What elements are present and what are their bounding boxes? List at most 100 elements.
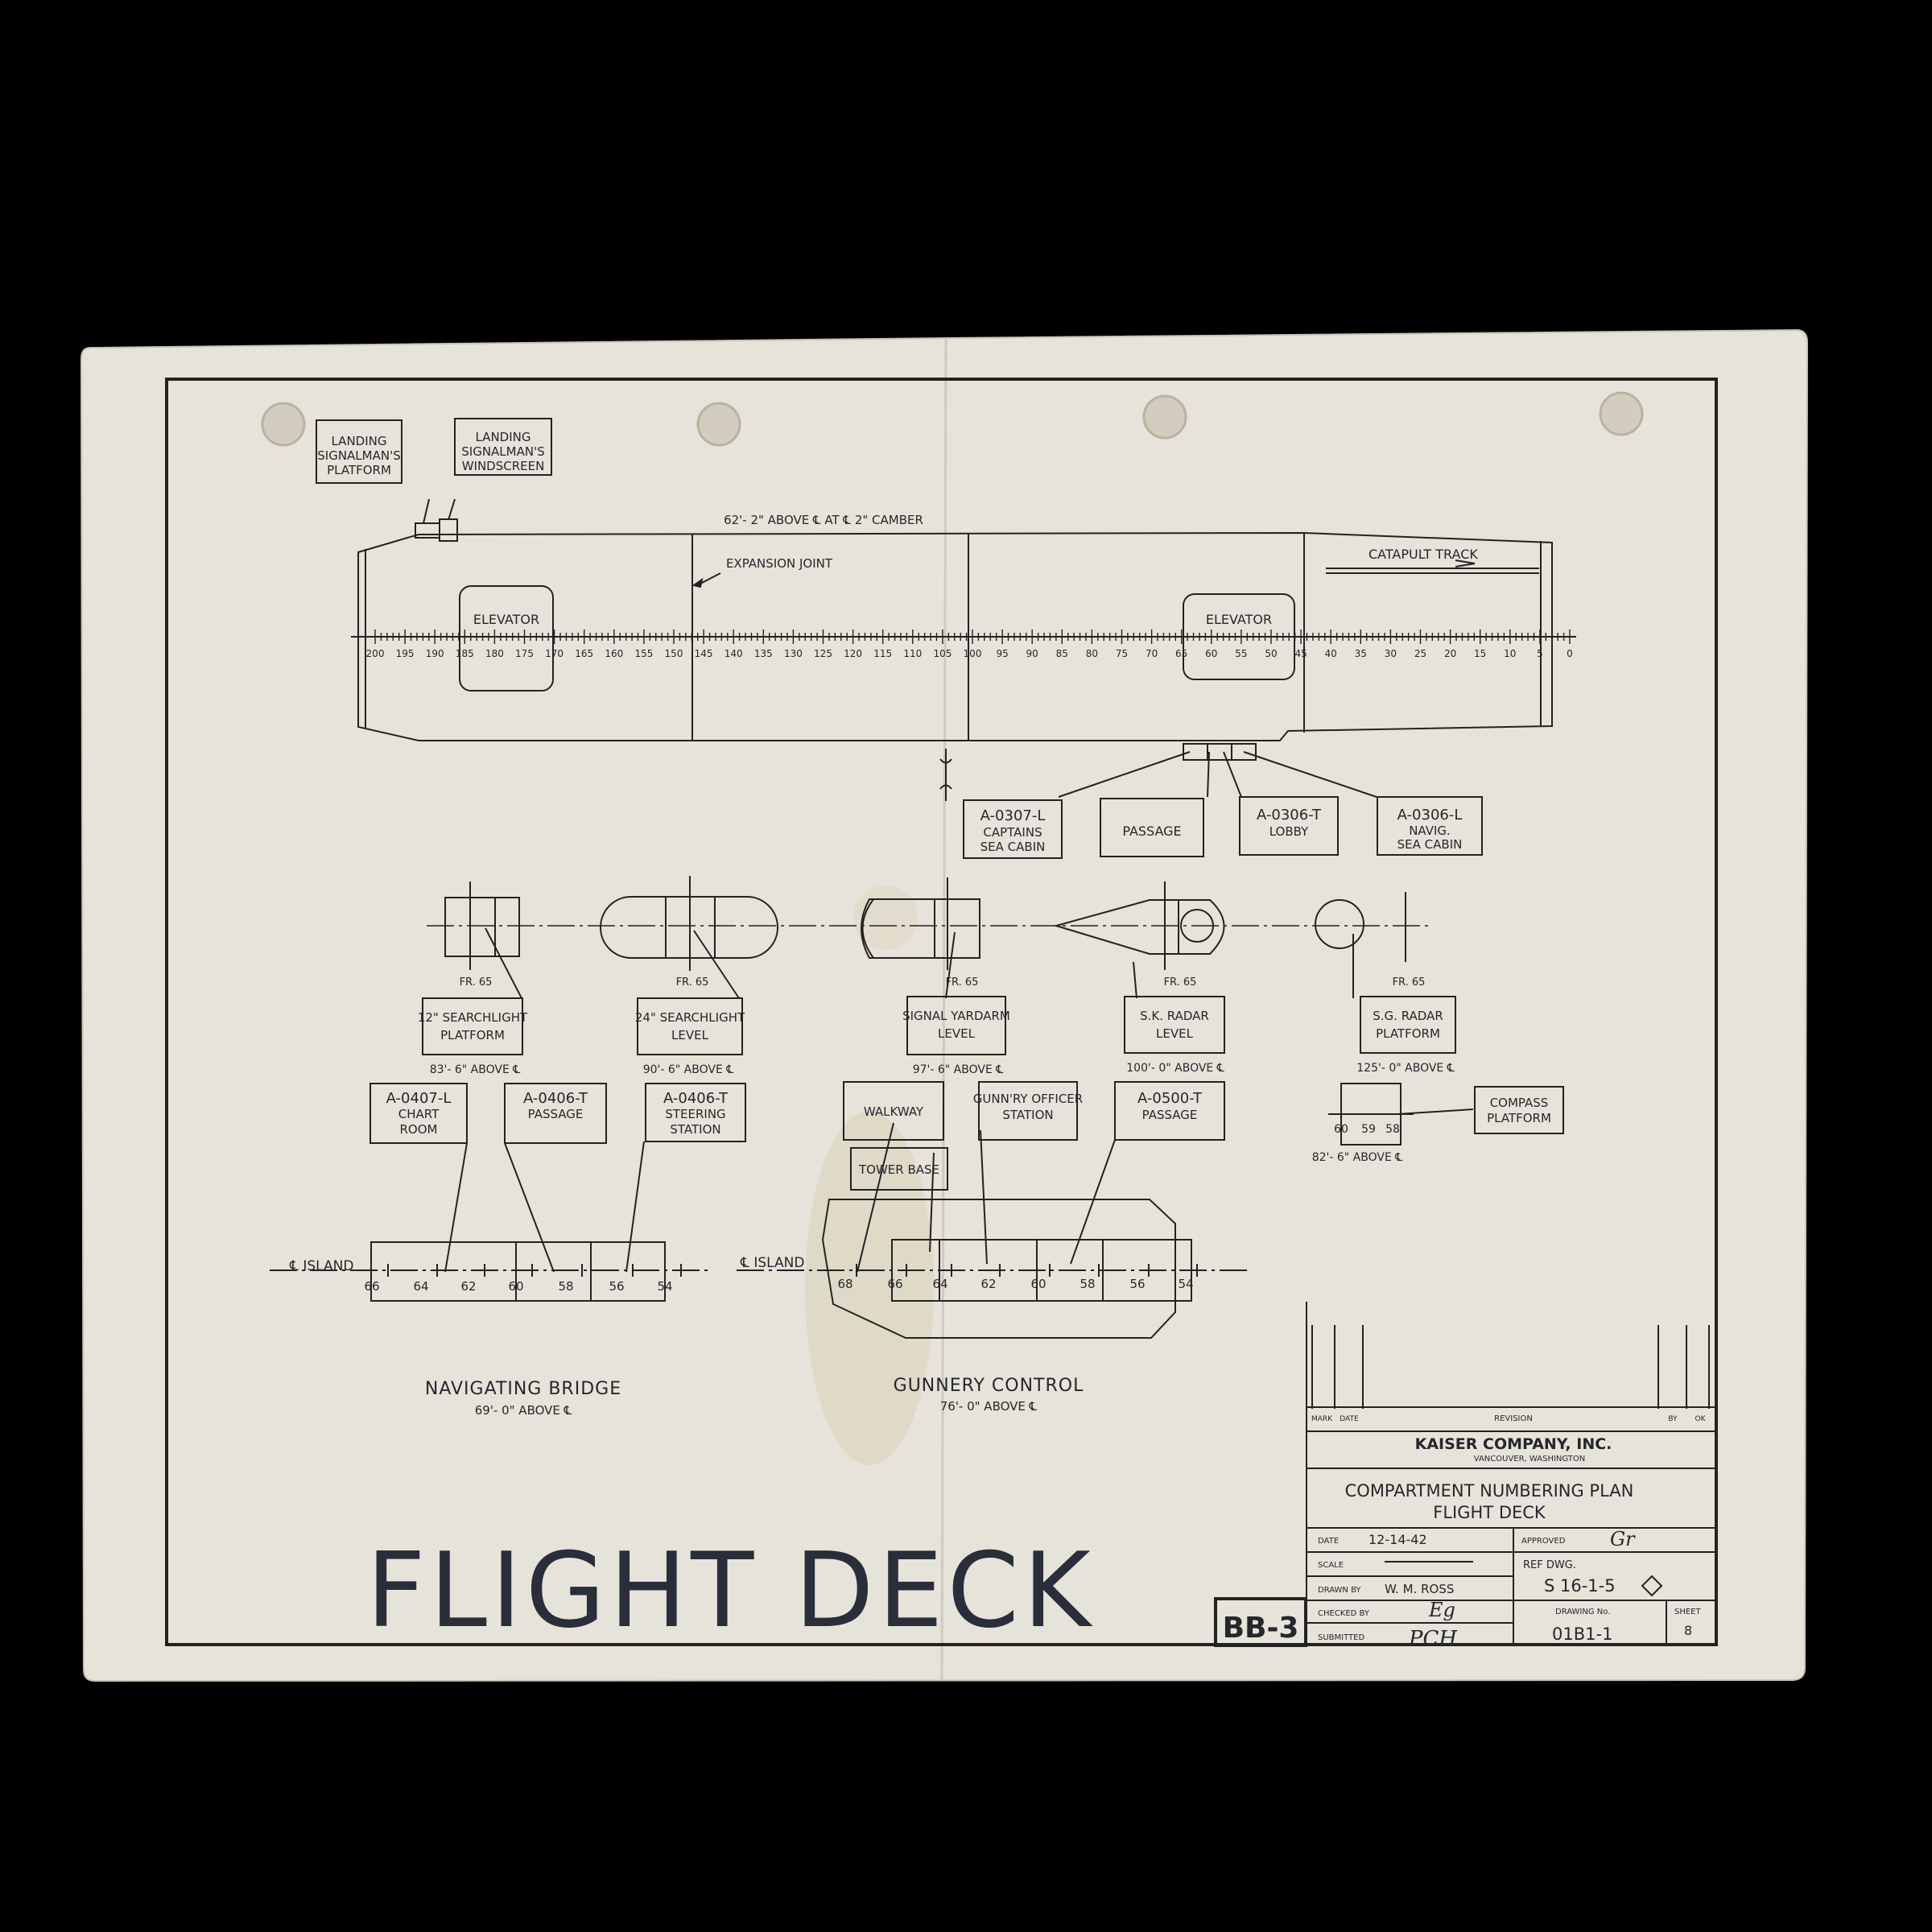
compass-frame-60: 60	[1334, 1123, 1348, 1136]
bridge-frame-label: 66	[364, 1279, 379, 1294]
frame-number-label: 20	[1444, 648, 1456, 659]
bridge-frame-label: 64	[413, 1279, 428, 1294]
sheet-value: 8	[1684, 1623, 1692, 1638]
submitted-label: SUBMITTED	[1318, 1633, 1364, 1642]
level-box-label: 12" SEARCHLIGHT	[418, 1010, 528, 1025]
signalman-windscreen-line-3: WINDSCREEN	[462, 459, 545, 473]
signalman-windscreen-box: LANDING SIGNALMAN'S WINDSCREEN	[454, 418, 552, 476]
title-block-lines	[1306, 1302, 1716, 1645]
date-value: 12-14-42	[1368, 1532, 1427, 1547]
level-box-label: S.G. RADAR	[1373, 1009, 1443, 1023]
compass-platform-box: COMPASS PLATFORM	[1474, 1086, 1564, 1134]
drawn-by-value: W. M. ROSS	[1385, 1582, 1454, 1596]
drawn-by-label: DRAWN BY	[1318, 1586, 1361, 1595]
frame-number-label: 50	[1265, 648, 1277, 659]
frame-number-label: 190	[426, 648, 444, 659]
bridge-box-label: PASSAGE	[528, 1107, 584, 1121]
cabin-captains-sea-cabin: A-0307-L CAPTAINS SEA CABIN	[963, 799, 1063, 859]
navigating-bridge-height: 69'- 0" ABOVE ℄	[475, 1403, 572, 1418]
frame-number-label: 135	[754, 648, 773, 659]
bridge-box-label: CHART	[398, 1107, 440, 1121]
gunnery-frame-label: 66	[887, 1277, 902, 1291]
frame-number-label: 120	[844, 648, 862, 659]
level-box-label: LEVEL	[671, 1028, 709, 1042]
compass-label-line-1: COMPASS	[1490, 1096, 1549, 1110]
frame-number-label: 110	[903, 648, 922, 659]
frame-number-label: 65	[1175, 648, 1187, 659]
frame-number-label: 90	[1026, 648, 1038, 659]
island-centerline-labels: ℄ ISLAND ℄ ISLAND	[289, 1255, 804, 1274]
gunnery-compartment-box: TOWER BASE	[850, 1147, 948, 1191]
gunnery-control-height: 76'- 0" ABOVE ℄	[940, 1399, 1038, 1414]
signalman-windscreen-line-2: SIGNALMAN'S	[461, 444, 544, 459]
gunnery-frame-label: 60	[1030, 1277, 1046, 1291]
frame-number-label: 70	[1146, 648, 1158, 659]
frame-number-label: 45	[1294, 648, 1307, 659]
level-height-note: 97'- 6" ABOVE ℄	[913, 1063, 1004, 1076]
bridge-box-label: STEERING	[665, 1107, 725, 1121]
frame-number-label: 25	[1414, 648, 1426, 659]
elevator-fwd-label: ELEVATOR	[1206, 612, 1272, 627]
frame-number-label: 180	[485, 648, 504, 659]
ref-dwg-label: REF DWG.	[1523, 1559, 1576, 1571]
date-label: DATE	[1318, 1537, 1339, 1546]
frame-number-label: 185	[456, 648, 474, 659]
level-height-note: 83'- 6" ABOVE ℄	[430, 1063, 521, 1076]
frame-number-label: 125	[814, 648, 832, 659]
frame-number-label: 150	[665, 648, 683, 659]
bridge-island-label: ℄ ISLAND	[289, 1258, 353, 1274]
flight-deck-title: FLIGHT DECK	[366, 1531, 1095, 1651]
frame-number-label: 165	[575, 648, 593, 659]
expansion-joint-label: EXPANSION JOINT	[726, 556, 833, 571]
bridge-box-label: STATION	[670, 1122, 720, 1137]
scale-label: SCALE	[1318, 1561, 1344, 1570]
revision-ok-header: OK	[1695, 1415, 1707, 1423]
frame-number-label: 145	[695, 648, 713, 659]
gunnery-island-label: ℄ ISLAND	[740, 1255, 804, 1271]
approved-label: APPROVED	[1521, 1537, 1566, 1546]
frame-number-label: 105	[933, 648, 952, 659]
navigating-bridge-title: NAVIGATING BRIDGE	[425, 1379, 621, 1399]
frame-number-label: 80	[1086, 648, 1098, 659]
bridge-box-label: A-0406-T	[523, 1090, 588, 1107]
frame-number-label: 100	[964, 648, 982, 659]
cabin-captains-line-2: CAPTAINS	[983, 825, 1042, 840]
approved-initials: Gr	[1610, 1528, 1636, 1550]
cabin-lobby: A-0306-T LOBBY	[1239, 796, 1339, 856]
frame-number-label: 95	[996, 648, 1008, 659]
cabin-lobby-line-2: LOBBY	[1269, 824, 1309, 839]
company-location: VANCOUVER, WASHINGTON	[1474, 1455, 1586, 1463]
level-frame-label: FR. 65	[1164, 976, 1197, 989]
submitted-initials: PCH	[1408, 1627, 1458, 1651]
frame-number-label: 30	[1385, 648, 1397, 659]
frame-number-label: 0	[1567, 648, 1573, 659]
gunnery-control-plan	[737, 1199, 1250, 1339]
cabin-navig-code: A-0306-L	[1397, 807, 1463, 824]
gunnery-frame-label: 58	[1080, 1277, 1095, 1291]
gunnery-frame-label: 68	[837, 1277, 852, 1291]
revision-date-header: DATE	[1340, 1415, 1359, 1423]
bridge-box-label: ROOM	[400, 1122, 438, 1137]
level-frame-label: FR. 65	[460, 976, 493, 989]
plan-title-line-2: FLIGHT DECK	[1433, 1503, 1546, 1522]
frame-number-label: 175	[515, 648, 534, 659]
sheet-label: SHEET	[1674, 1608, 1702, 1616]
level-leader-lines	[485, 927, 1354, 999]
ref-dwg-value: S 16-1-5	[1544, 1576, 1616, 1596]
bb-3-label: BB-3	[1223, 1612, 1299, 1645]
frame-number-label: 55	[1235, 648, 1247, 659]
compass-height: 82'- 6" ABOVE ℄	[1312, 1151, 1403, 1164]
revision-mark-header: MARK	[1311, 1415, 1333, 1423]
cabin-passage: PASSAGE	[1100, 798, 1204, 857]
bridge-frame-label: 62	[460, 1279, 476, 1294]
